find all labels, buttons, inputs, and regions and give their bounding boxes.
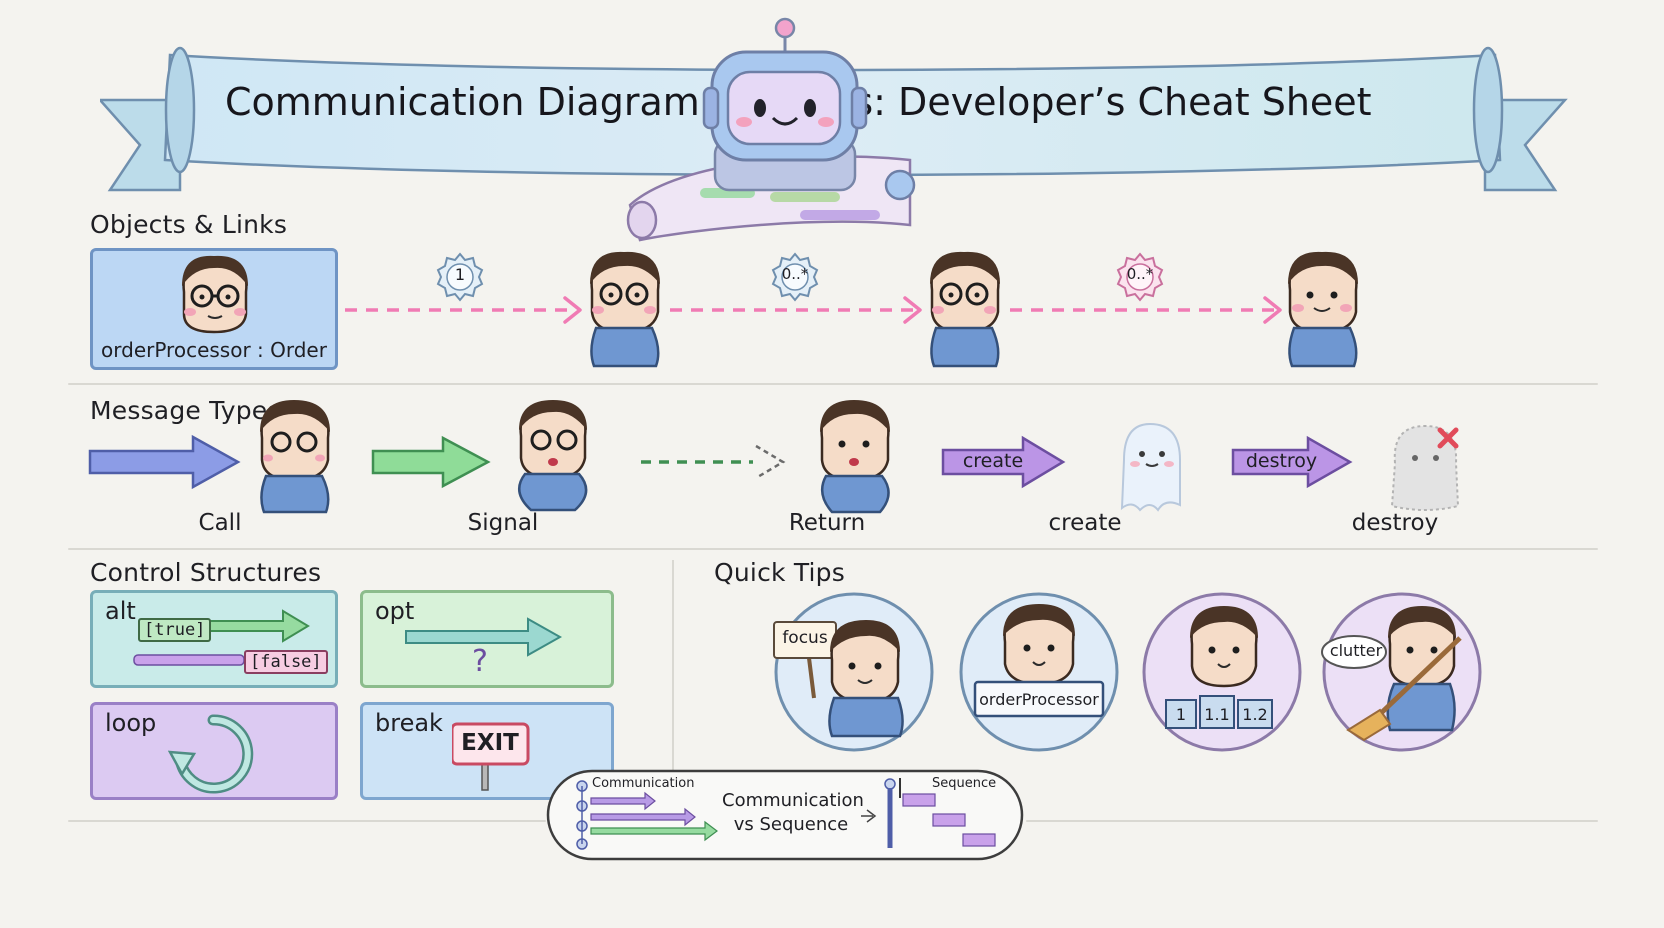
signal-character <box>518 400 588 512</box>
multiplicity-2: 0..* <box>781 265 809 283</box>
tip-name-circle <box>959 592 1119 752</box>
loop-icon <box>168 714 254 794</box>
compare-center-line1: Communication <box>722 790 864 811</box>
divider-bottom <box>68 820 546 822</box>
alt-title: alt <box>105 597 136 625</box>
tip-focus-sign: focus <box>782 628 828 648</box>
section-objects-title: Objects & Links <box>90 210 288 239</box>
multiplicity-badge-1 <box>436 252 484 302</box>
tip-clutter-bubble: clutter <box>1329 641 1383 660</box>
caller-character <box>260 400 330 514</box>
multiplicity-3: 0..* <box>1126 265 1154 283</box>
exit-sign-post <box>452 722 530 791</box>
compare-right-label: Sequence <box>932 776 997 791</box>
loop-title: loop <box>105 709 157 737</box>
comparison-pill <box>546 769 1024 861</box>
robot-mascot <box>626 17 916 242</box>
opt-fragment: opt <box>360 590 614 688</box>
message-types-row <box>88 434 1353 490</box>
multiplicity-badge-2 <box>771 252 819 302</box>
developer-character-2 <box>930 251 1000 368</box>
developer-character-1 <box>590 251 660 368</box>
divider-1 <box>68 383 1598 385</box>
compare-center-line2: vs Sequence <box>733 814 849 835</box>
create-arrow-text: create <box>962 450 1024 472</box>
section-messages-title: Message Types <box>90 396 281 425</box>
ghost-icon <box>1120 422 1181 512</box>
compare-left-label: Communication <box>592 776 695 791</box>
divider-2 <box>68 548 1598 550</box>
opt-title: opt <box>375 597 415 625</box>
developer-icon <box>182 255 248 334</box>
message-label-return: Return <box>788 510 866 536</box>
tip-box-3: 1.2 <box>1242 705 1268 724</box>
multiplicity-badge-3 <box>1116 252 1164 302</box>
object-label: orderProcessor : Order <box>101 338 327 362</box>
guard-true: [true] <box>138 618 212 642</box>
guard-false: [false] <box>244 650 328 674</box>
destroy-arrow-text: destroy <box>1245 450 1318 472</box>
divider-bottom-right <box>1026 820 1598 822</box>
message-label-destroy: destroy <box>1351 510 1439 536</box>
message-label-call: Call <box>198 510 242 536</box>
opt-arrow <box>405 617 563 657</box>
tip-clutter-circle <box>1321 592 1482 752</box>
tip-numbering-circle <box>1142 592 1302 752</box>
message-label-signal: Signal <box>467 510 539 536</box>
destroyed-object-icon <box>1390 424 1460 511</box>
section-tips-title: Quick Tips <box>714 558 845 587</box>
tip-focus-circle <box>773 592 934 752</box>
alt-arrows <box>133 609 310 666</box>
developer-character-3 <box>1288 251 1358 368</box>
exit-sign: EXIT <box>461 730 519 756</box>
divider-vertical <box>672 560 674 800</box>
section-control-title: Control Structures <box>90 558 322 587</box>
return-character <box>820 400 890 514</box>
multiplicity-1: 1 <box>454 265 466 284</box>
message-label-create: create <box>1048 510 1122 536</box>
tip-box-2: 1.1 <box>1204 705 1230 724</box>
tip-box-1: 1 <box>1175 705 1187 724</box>
opt-question-mark: ? <box>472 644 488 679</box>
links-row <box>345 296 1282 324</box>
break-title: break <box>375 709 443 737</box>
tip-name-sign: orderProcessor <box>979 690 1099 709</box>
